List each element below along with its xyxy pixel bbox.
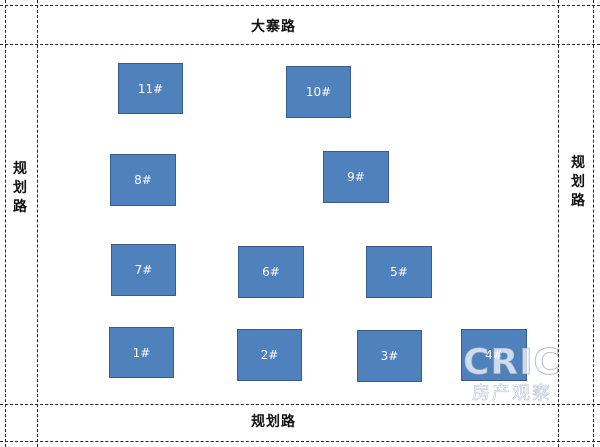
watermark-subtitle: 房产观察	[472, 383, 552, 405]
cric-watermark: CRIC 房产观察	[452, 342, 572, 415]
right-boundary-inner	[558, 0, 559, 447]
building-1: 1#	[109, 327, 174, 378]
bottom-boundary-inner	[0, 404, 600, 405]
top-boundary-outer	[0, 5, 600, 6]
road-label-right: 规划路	[571, 155, 585, 209]
left-boundary-outer	[5, 0, 6, 447]
building-9: 9#	[323, 151, 389, 203]
right-boundary-outer	[593, 0, 594, 447]
building-11: 11#	[118, 63, 183, 114]
top-boundary-inner	[0, 44, 600, 45]
left-boundary-inner	[37, 0, 38, 447]
building-6: 6#	[238, 246, 304, 298]
building-10: 10#	[286, 66, 351, 118]
building-8: 8#	[110, 154, 176, 206]
building-2: 2#	[237, 329, 302, 381]
watermark-brand: CRIC	[463, 342, 561, 383]
road-label-bottom: 规划路	[251, 414, 296, 430]
building-4: 4#	[461, 329, 527, 381]
building-7: 7#	[111, 244, 176, 296]
road-label-top: 大寨路	[251, 19, 296, 35]
building-3: 3#	[357, 330, 422, 382]
road-label-left: 规划路	[13, 161, 27, 215]
building-5: 5#	[366, 246, 432, 298]
bottom-boundary-outer	[0, 441, 600, 442]
